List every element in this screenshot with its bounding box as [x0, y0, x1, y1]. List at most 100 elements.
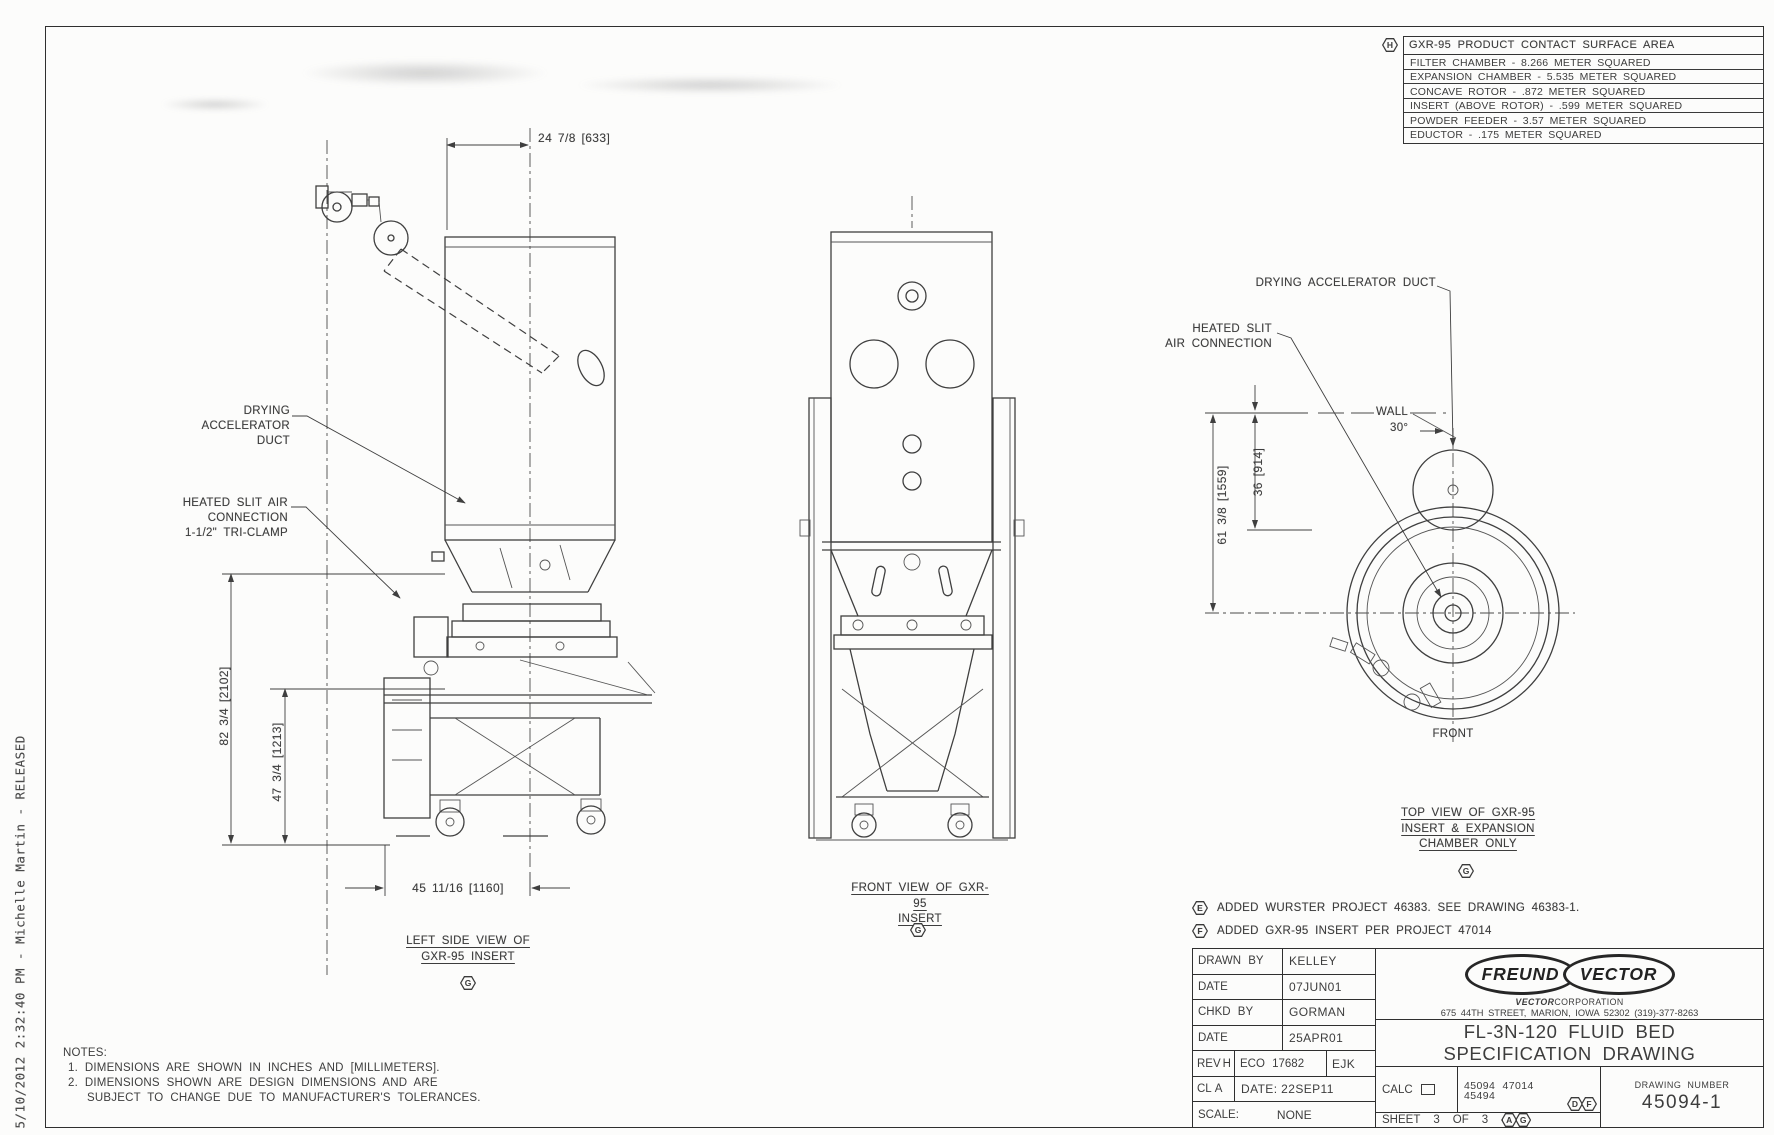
caption-front-view: FRONT VIEW OF GXR-95 INSERT	[851, 882, 989, 925]
title-block-row-scale: SCALE: NONE	[1193, 1102, 1375, 1127]
surface-area-row: FILTER CHAMBER - 8.266 METER SQUARED	[1404, 55, 1763, 70]
note-item: 2. DIMENSIONS SHOWN ARE DESIGN DIMENSION…	[68, 1077, 438, 1089]
label-heated-slit-air-connection-top: HEATED SLIT AIR CONNECTION	[1165, 323, 1272, 350]
drawing-title-line2: SPECIFICATION DRAWING	[1443, 1042, 1696, 1064]
dim-bottom-width: 45 11/16 [1160]	[412, 881, 504, 895]
surface-area-row: CONCAVE ROTOR - .872 METER SQUARED	[1404, 84, 1763, 99]
flag-letter: G	[914, 925, 922, 935]
scan-smudge	[575, 76, 845, 94]
sheet-label: SHEET	[1382, 1114, 1421, 1126]
chkd-by-value: GORMAN	[1289, 1005, 1346, 1020]
sheet-total: 3	[1481, 1114, 1489, 1126]
surface-area-row: POWDER FEEDER - 3.57 METER SQUARED	[1404, 113, 1763, 128]
drawing-border-frame	[45, 26, 1764, 1128]
flag-letter: G	[464, 978, 472, 988]
notes-block: NOTES: 1. DIMENSIONS ARE SHOWN IN INCHES…	[63, 1046, 481, 1106]
label-drying-accelerator-duct-top: DRYING ACCELERATOR DUCT	[1255, 277, 1436, 289]
scan-smudge	[160, 98, 270, 111]
notes-heading: NOTES:	[63, 1047, 108, 1059]
drawn-by-label: DRAWN BY	[1193, 949, 1283, 974]
class-value: A	[1214, 1083, 1223, 1096]
surface-area-table: GXR-95 PRODUCT CONTACT SURFACE AREA FILT…	[1403, 36, 1764, 144]
title-block-row-drawn-by: DRAWN BY KELLEY	[1193, 949, 1375, 975]
flag-hexagon-f: F	[1581, 1097, 1597, 1111]
project-numbers: 45094 47014 45494	[1464, 1079, 1534, 1102]
revision-text: ADDED WURSTER PROJECT 46383. SEE DRAWING…	[1217, 902, 1580, 914]
freund-vector-logo: FREUND VECTOR	[1464, 954, 1675, 995]
label-angle-30: 30°	[1390, 422, 1409, 434]
sheet-row: SHEET 3 OF 3 A G	[1376, 1113, 1600, 1127]
drawn-by-value: KELLEY	[1289, 954, 1337, 969]
note-item-continued: SUBJECT TO CHANGE DUE TO MANUFACTURER'S …	[87, 1092, 481, 1104]
calc-sheet-cells: CALC 45094 47014 45494 D F	[1376, 1067, 1601, 1127]
flag-hexagon-g: G	[910, 923, 926, 937]
top-view-art	[1205, 285, 1575, 742]
chkd-by-label: CHKD BY	[1193, 1000, 1283, 1025]
company-address: 675 44TH STREET, MARION, IOWA 52302 (319…	[1440, 1008, 1699, 1018]
corp-name-rest: CORPORATION	[1554, 997, 1624, 1007]
flag-letter: G	[1519, 1115, 1527, 1125]
calc-checkbox	[1420, 1084, 1435, 1095]
corp-name-bold: VECTOR	[1515, 997, 1555, 1007]
flag-letter: D	[1571, 1098, 1579, 1109]
eco-value: ECO 17682	[1235, 1051, 1327, 1076]
date2-label: DATE	[1193, 1025, 1283, 1051]
class-date-value: DATE: 22SEP11	[1241, 1082, 1334, 1097]
dim-height-outer: 82 3/4 [2102]	[217, 666, 231, 746]
flag-letter: G	[1462, 866, 1470, 876]
drawing-number-value: 45094-1	[1641, 1092, 1723, 1113]
class-label: CL	[1197, 1083, 1212, 1096]
revision-text: ADDED GXR-95 INSERT PER PROJECT 47014	[1217, 925, 1492, 937]
company-logo-zone: FREUND VECTOR VECTORCORPORATION 675 44TH…	[1376, 949, 1763, 1020]
calc-cell: CALC	[1376, 1067, 1458, 1112]
left-side-view-art	[222, 128, 656, 975]
caption-left-side-view: LEFT SIDE VIEW OF GXR-95 INSERT	[406, 935, 530, 963]
scale-value: NONE	[1276, 1107, 1312, 1122]
flag-hexagon-d: D	[1567, 1097, 1583, 1111]
flag-hexagon-h: H	[1382, 38, 1398, 52]
title-block-right-column: FREUND VECTOR VECTORCORPORATION 675 44TH…	[1376, 949, 1763, 1127]
logo-ellipse-vector: VECTOR	[1562, 954, 1675, 995]
flag-letter: E	[1197, 903, 1203, 913]
drawing-title: FL-3N-120 FLUID BED SPECIFICATION DRAWIN…	[1376, 1020, 1763, 1067]
flag-letter: A	[1506, 1115, 1513, 1125]
label-wall: WALL	[1376, 406, 1409, 418]
revision-note: F ADDED GXR-95 INSERT PER PROJECT 47014	[1192, 924, 1492, 938]
flag-hexagon-a: A	[1501, 1113, 1518, 1127]
flag-hexagon-g: G	[1515, 1113, 1532, 1127]
surface-area-table-title: GXR-95 PRODUCT CONTACT SURFACE AREA	[1404, 37, 1763, 55]
title-block-row-date1: DATE 07JUN01	[1193, 974, 1375, 1001]
date2-value: 25APR01	[1289, 1031, 1344, 1046]
label-heated-slit-air-connection: HEATED SLIT AIR CONNECTION 1-1/2" TRI-CL…	[182, 497, 288, 539]
date1-value: 07JUN01	[1289, 979, 1342, 994]
eco-by-value: EJK	[1332, 1056, 1356, 1071]
flag-letter: H	[1386, 40, 1394, 50]
rev-value: H	[1222, 1057, 1231, 1070]
label-drying-accelerator-duct: DRYING ACCELERATOR DUCT	[201, 405, 290, 447]
flag-letter: F	[1197, 926, 1203, 936]
project-numbers-cell: 45094 47014 45494 D F	[1458, 1067, 1600, 1112]
title-block: DRAWN BY KELLEY DATE 07JUN01 CHKD BY GOR…	[1192, 948, 1764, 1128]
sheet-of-label: OF	[1452, 1114, 1469, 1126]
drawing-number-label: DRAWING NUMBER	[1634, 1080, 1730, 1090]
drawing-number-cell: DRAWING NUMBER 45094-1	[1601, 1067, 1763, 1127]
flag-hexagon-g: G	[1458, 864, 1474, 878]
dim-wall-to-center: 61 3/8 [1559]	[1215, 465, 1229, 545]
title-block-row-chkd-by: CHKD BY GORMAN	[1193, 1000, 1375, 1026]
rev-label: REV	[1197, 1057, 1221, 1070]
flag-hexagon-f: F	[1192, 924, 1208, 938]
scale-label: SCALE:	[1198, 1108, 1239, 1121]
calc-project-row: CALC 45094 47014 45494 D F	[1376, 1067, 1600, 1113]
flag-hexagon-g: G	[460, 976, 476, 990]
caption-top-view: TOP VIEW OF GXR-95 INSERT & EXPANSION CH…	[1400, 807, 1536, 850]
surface-area-row: EDUCTOR - .175 METER SQUARED	[1410, 129, 1602, 142]
note-item: 1. DIMENSIONS ARE SHOWN IN INCHES AND [M…	[68, 1062, 440, 1074]
date1-label: DATE	[1193, 974, 1283, 1000]
dim-height-inner: 47 3/4 [1213]	[270, 722, 284, 802]
revision-note: E ADDED WURSTER PROJECT 46383. SEE DRAWI…	[1192, 901, 1579, 915]
